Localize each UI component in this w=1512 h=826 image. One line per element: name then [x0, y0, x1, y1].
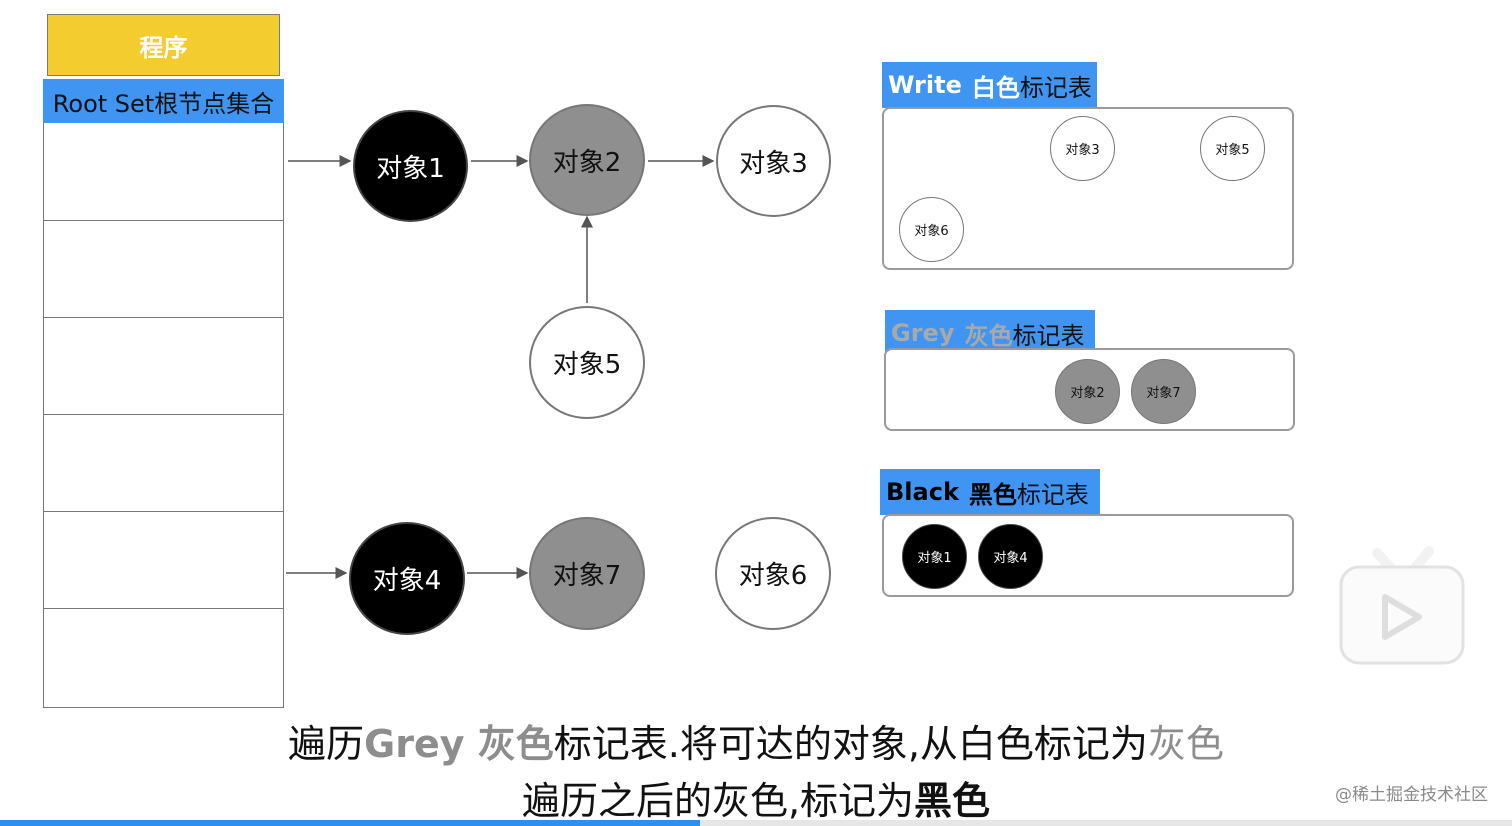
node-obj1: 对象1	[353, 110, 468, 222]
grey-table-title-color: 灰色	[964, 321, 1013, 350]
black-table-title-en: Black	[886, 478, 959, 506]
grey-table-title-suffix: 标记表	[1012, 321, 1085, 350]
node-obj2: 对象2	[529, 104, 645, 216]
white-item-obj5: 对象5	[1200, 116, 1265, 181]
root-set-header: Root Set根节点集合	[43, 79, 284, 123]
node-obj6: 对象6	[715, 517, 831, 630]
root-set-row-divider	[44, 414, 283, 415]
subtitle-line-1: 遍历Grey 灰色标记表.将可达的对象,从白色标记为灰色	[0, 713, 1512, 768]
program-box: 程序	[47, 14, 280, 76]
root-set-table	[43, 123, 284, 708]
grey-item-obj2: 对象2	[1055, 359, 1120, 424]
white-item-obj6-label: 对象6	[914, 224, 949, 239]
black-item-obj4: 对象4	[978, 524, 1043, 589]
node-obj4-label: 对象4	[372, 566, 442, 596]
white-table-box: 对象3 对象5 对象6	[882, 107, 1294, 270]
grey-item-obj2-label: 对象2	[1070, 386, 1105, 401]
black-item-obj1: 对象1	[902, 524, 967, 589]
subtitle-2-bold: 黑色	[914, 779, 991, 823]
grey-item-obj7: 对象7	[1131, 359, 1196, 424]
white-item-obj5-label: 对象5	[1215, 143, 1250, 158]
white-item-obj6: 对象6	[899, 197, 964, 262]
video-progress-track[interactable]	[0, 820, 1512, 826]
black-table-title-color: 黑色	[968, 480, 1017, 509]
node-obj7-label: 对象7	[552, 561, 622, 591]
root-set-row-divider	[44, 220, 283, 221]
white-table-title-en: Write	[888, 71, 962, 99]
grey-item-obj7-label: 对象7	[1146, 386, 1181, 401]
node-obj5-label: 对象5	[552, 350, 622, 380]
white-table-title-color: 白色	[971, 73, 1020, 102]
white-item-obj3: 对象3	[1050, 116, 1115, 181]
program-label: 程序	[139, 33, 188, 62]
subtitle-1-grey2: 灰色	[1147, 722, 1224, 766]
node-obj6-label: 对象6	[738, 561, 808, 591]
subtitle-1-part1: 遍历	[288, 722, 365, 766]
tv-play-icon	[1339, 546, 1465, 665]
white-table-title: Write 白色标记表	[882, 62, 1097, 108]
white-item-obj3-label: 对象3	[1065, 143, 1100, 158]
grey-table-box: 对象2 对象7	[884, 348, 1295, 431]
root-set-row-divider	[44, 511, 283, 512]
root-set-title: Root Set根节点集合	[52, 89, 275, 118]
grey-table-title-en: Grey	[891, 319, 955, 347]
node-obj3: 对象3	[716, 105, 831, 217]
watermark: @稀土掘金技术社区	[1335, 785, 1488, 805]
node-obj2-label: 对象2	[552, 147, 622, 178]
node-obj7: 对象7	[529, 517, 645, 630]
black-table-title-suffix: 标记表	[1016, 480, 1089, 509]
subtitle-line-2: 遍历之后的灰色,标记为黑色	[0, 770, 1512, 825]
subtitle-1-part2: 标记表.将可达的对象,从白色标记为	[553, 722, 1148, 766]
subtitle-1-grey1: Grey 灰色	[364, 722, 554, 766]
node-obj3-label: 对象3	[739, 148, 808, 179]
black-table-title: Black 黑色标记表	[880, 469, 1100, 515]
video-progress-fill	[0, 820, 701, 826]
root-set-row-divider	[44, 608, 283, 609]
node-obj1-label: 对象1	[376, 153, 445, 184]
root-set-row-divider	[44, 317, 283, 318]
node-obj4: 对象4	[349, 522, 465, 635]
black-table-box: 对象1 对象4	[882, 514, 1294, 597]
white-table-title-suffix: 标记表	[1019, 73, 1092, 102]
black-item-obj1-label: 对象1	[917, 551, 952, 566]
node-obj5: 对象5	[529, 306, 645, 419]
black-item-obj4-label: 对象4	[993, 551, 1028, 566]
subtitle-2-part1: 遍历之后的灰色,标记为	[521, 779, 915, 823]
